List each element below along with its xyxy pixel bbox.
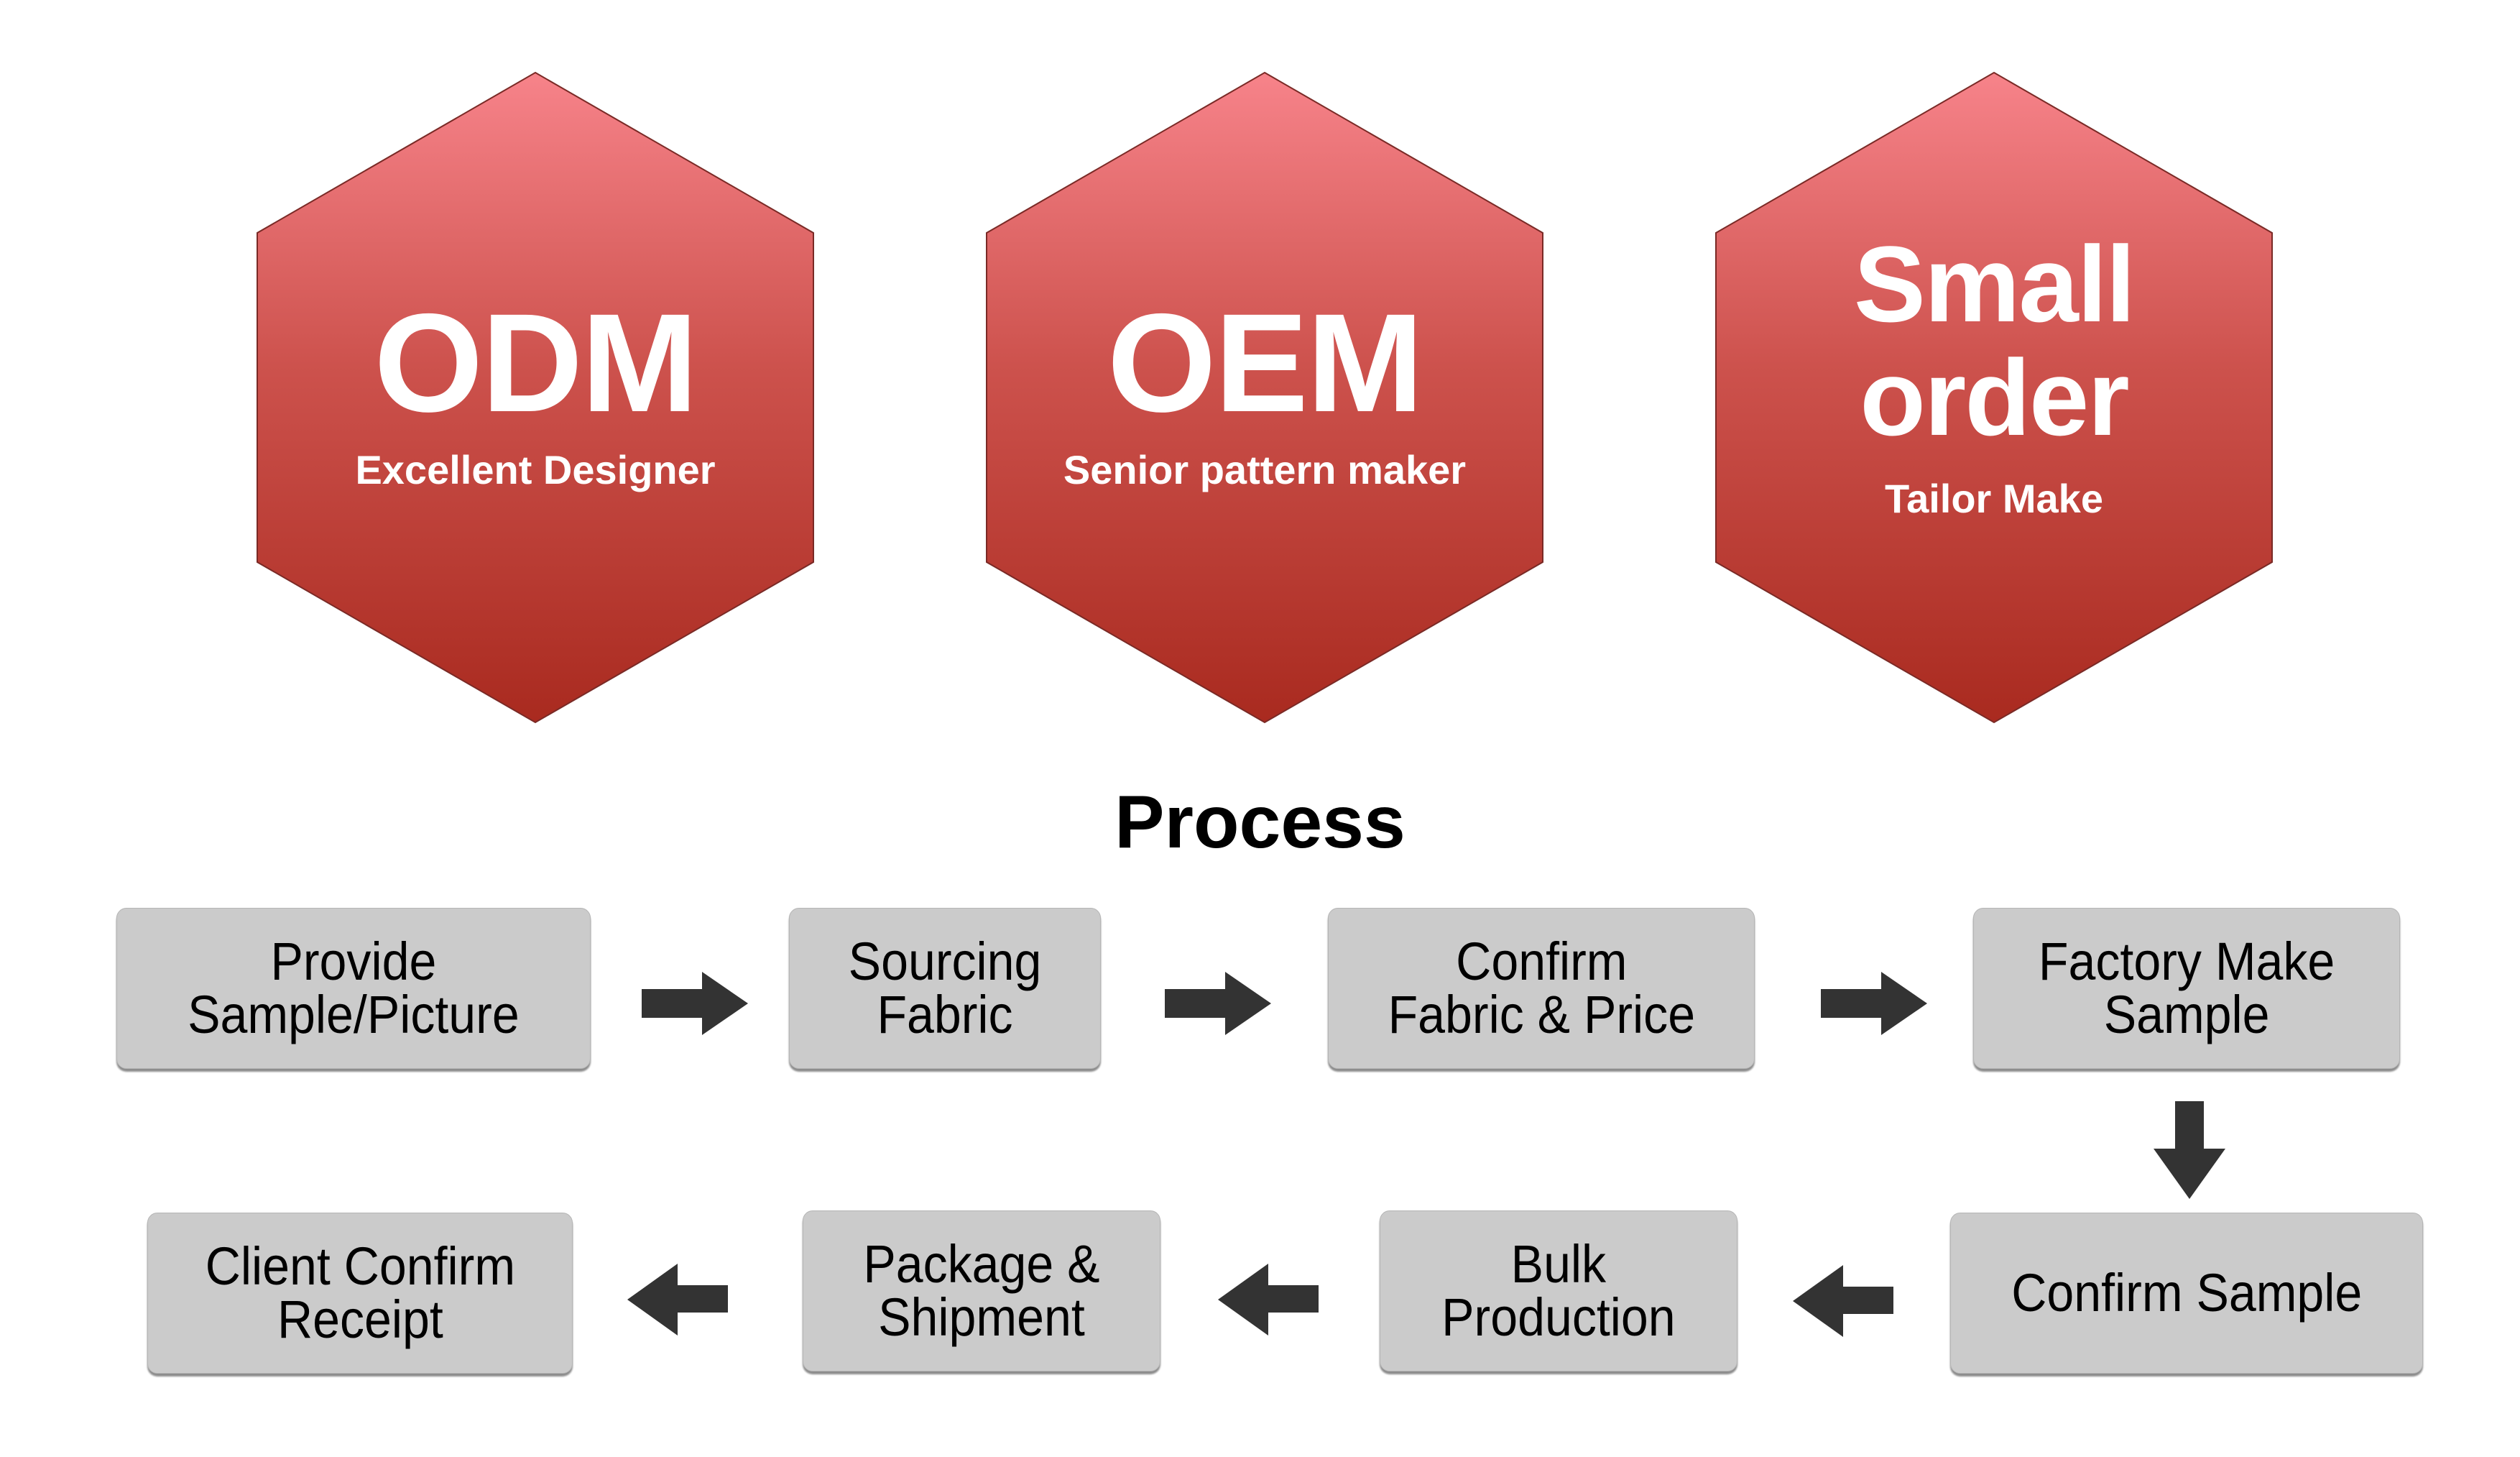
hexagon-small-order: Small order Tailor Make [1714, 70, 2274, 725]
hexagon-shape [1715, 71, 2273, 724]
step-client-confirm-receipt: Client Confirm Receipt [147, 1213, 573, 1374]
arrow-left-icon [627, 1264, 728, 1336]
hexagon-oem: OEM Senior pattern maker [984, 70, 1545, 725]
process-title: Process [1114, 781, 1406, 864]
step-label: Provide Sample/Picture [188, 932, 520, 1044]
step-label: Bulk Production [1441, 1234, 1676, 1347]
hexagon-shape [986, 71, 1543, 724]
step-factory-make-sample: Factory Make Sample [1973, 908, 2400, 1069]
arrow-right-icon [1821, 972, 1927, 1035]
hexagon-title: OEM [1107, 285, 1423, 441]
step-label: Package & Shipment [863, 1234, 1100, 1347]
step-provide-sample: Provide Sample/Picture [116, 908, 591, 1069]
hexagon-title-line2: order [1860, 337, 2129, 458]
hexagon-subtitle: Excellent Designer [355, 447, 716, 492]
step-package-shipment: Package & Shipment [803, 1210, 1160, 1371]
step-label: Sourcing Fabric [848, 932, 1042, 1044]
arrow-right-icon [642, 972, 748, 1035]
hexagon-title: ODM [374, 285, 698, 441]
arrow-right-icon [1165, 972, 1271, 1035]
hexagon-subtitle: Senior pattern maker [1063, 447, 1467, 492]
hexagon-subtitle: Tailor Make [1885, 476, 2103, 521]
hexagon-odm: ODM Excellent Designer [255, 70, 816, 725]
hexagon-title-line1: Small [1853, 224, 2136, 344]
step-sourcing-fabric: Sourcing Fabric [789, 908, 1101, 1069]
hexagon-shape [257, 71, 814, 724]
step-confirm-sample: Confirm Sample [1950, 1213, 2423, 1374]
step-label: Client Confirm Receipt [205, 1236, 515, 1349]
step-label: Confirm Sample [2011, 1263, 2363, 1323]
step-bulk-production: Bulk Production [1380, 1210, 1737, 1371]
arrow-left-icon [1218, 1264, 1319, 1336]
step-label: Confirm Fabric & Price [1388, 932, 1695, 1044]
step-label: Factory Make Sample [2038, 932, 2335, 1044]
arrow-left-icon [1793, 1265, 1893, 1337]
step-confirm-fabric-price: Confirm Fabric & Price [1328, 908, 1755, 1069]
arrow-down-icon [2154, 1101, 2225, 1199]
